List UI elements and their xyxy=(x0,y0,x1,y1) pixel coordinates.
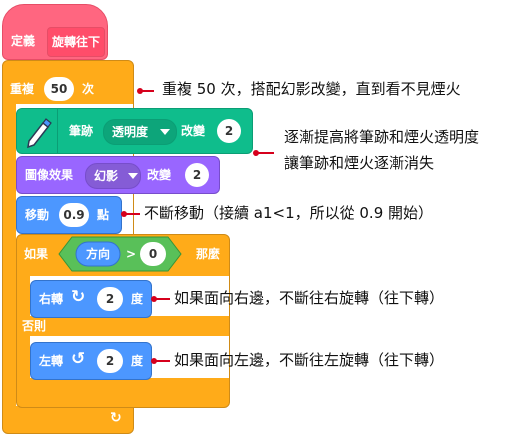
condition-value-input[interactable]: 0 xyxy=(140,242,166,266)
repeat-note: 重複 50 次，搭配幻影改變，直到看不見煙火 xyxy=(162,80,461,98)
fade-note-line2: 讓筆跡和煙火逐漸消失 xyxy=(284,154,435,172)
pen-category: 筆跡 xyxy=(69,124,94,138)
dropdown-caret-icon xyxy=(160,129,170,135)
pen-value-input[interactable]: 2 xyxy=(217,119,241,143)
turn-left-block[interactable]: 左轉 ↺ 2 度 xyxy=(30,342,152,380)
turn-right-value-input[interactable]: 2 xyxy=(97,287,123,311)
effect-param-dropdown[interactable]: 幻影 xyxy=(85,163,141,189)
then-label: 那麼 xyxy=(196,247,221,261)
right-note-connector xyxy=(154,298,170,300)
loop-arrow-icon: ↻ xyxy=(110,410,122,426)
greater-than-condition[interactable]: 方向 > 0 xyxy=(58,236,182,272)
move-value-input[interactable]: 0.9 xyxy=(59,203,89,227)
pen-action: 改變 xyxy=(181,124,206,138)
dropdown-caret-icon xyxy=(128,173,138,179)
move-block[interactable]: 移動 0.9 點 xyxy=(16,196,122,234)
turn-right-label: 右轉 xyxy=(39,292,64,306)
left-note-connector xyxy=(154,360,170,362)
turn-left-label: 左轉 xyxy=(39,354,64,368)
fade-note-connector xyxy=(256,152,274,154)
else-label: 否則 xyxy=(22,319,47,333)
pen-param-dropdown[interactable]: 透明度 xyxy=(103,119,177,145)
custom-block-name[interactable]: 旋轉往下 xyxy=(47,27,105,57)
fade-note-dot xyxy=(253,150,259,156)
pen-icon xyxy=(17,109,58,153)
repeat-label: 重複 xyxy=(10,82,35,96)
right-note-dot xyxy=(151,296,157,302)
right-note: 如果面向右邊，不斷往右旋轉（往下轉） xyxy=(174,289,445,307)
repeat-count-input[interactable]: 50 xyxy=(44,77,74,101)
greater-than-operator: > xyxy=(126,247,137,261)
move-label: 移動 xyxy=(25,208,50,222)
pen-change-block[interactable]: 筆跡 透明度 改變 2 xyxy=(16,108,253,154)
define-block[interactable]: 定義 旋轉往下 xyxy=(2,4,108,60)
move-unit: 點 xyxy=(97,208,110,222)
turn-left-value-input[interactable]: 2 xyxy=(97,349,123,373)
effect-action: 改變 xyxy=(147,168,172,182)
move-note: 不斷移動（接續 a1<1，所以從 0.9 開始） xyxy=(144,204,434,222)
effect-change-block[interactable]: 圖像效果 幻影 改變 2 xyxy=(16,156,220,194)
if-label: 如果 xyxy=(24,247,49,261)
direction-reporter[interactable]: 方向 xyxy=(86,247,111,261)
turn-left-icon: ↺ xyxy=(71,349,86,369)
repeat-note-dot xyxy=(137,88,143,94)
effect-category: 圖像效果 xyxy=(25,168,74,182)
fade-note-line1: 逐漸提高將筆跡和煙火透明度 xyxy=(284,128,480,146)
repeat-unit: 次 xyxy=(82,82,95,96)
turn-right-block[interactable]: 右轉 ↻ 2 度 xyxy=(30,280,152,318)
move-note-dot xyxy=(121,211,127,217)
left-note: 如果面向左邊，不斷往左旋轉（往下轉） xyxy=(174,351,445,369)
turn-right-icon: ↻ xyxy=(71,287,86,307)
turn-left-unit: 度 xyxy=(131,354,144,368)
left-note-dot xyxy=(151,358,157,364)
define-keyword: 定義 xyxy=(11,34,36,48)
move-note-connector xyxy=(124,213,140,215)
turn-right-unit: 度 xyxy=(131,292,144,306)
repeat-note-connector xyxy=(140,90,154,92)
effect-value-input[interactable]: 2 xyxy=(185,163,209,187)
